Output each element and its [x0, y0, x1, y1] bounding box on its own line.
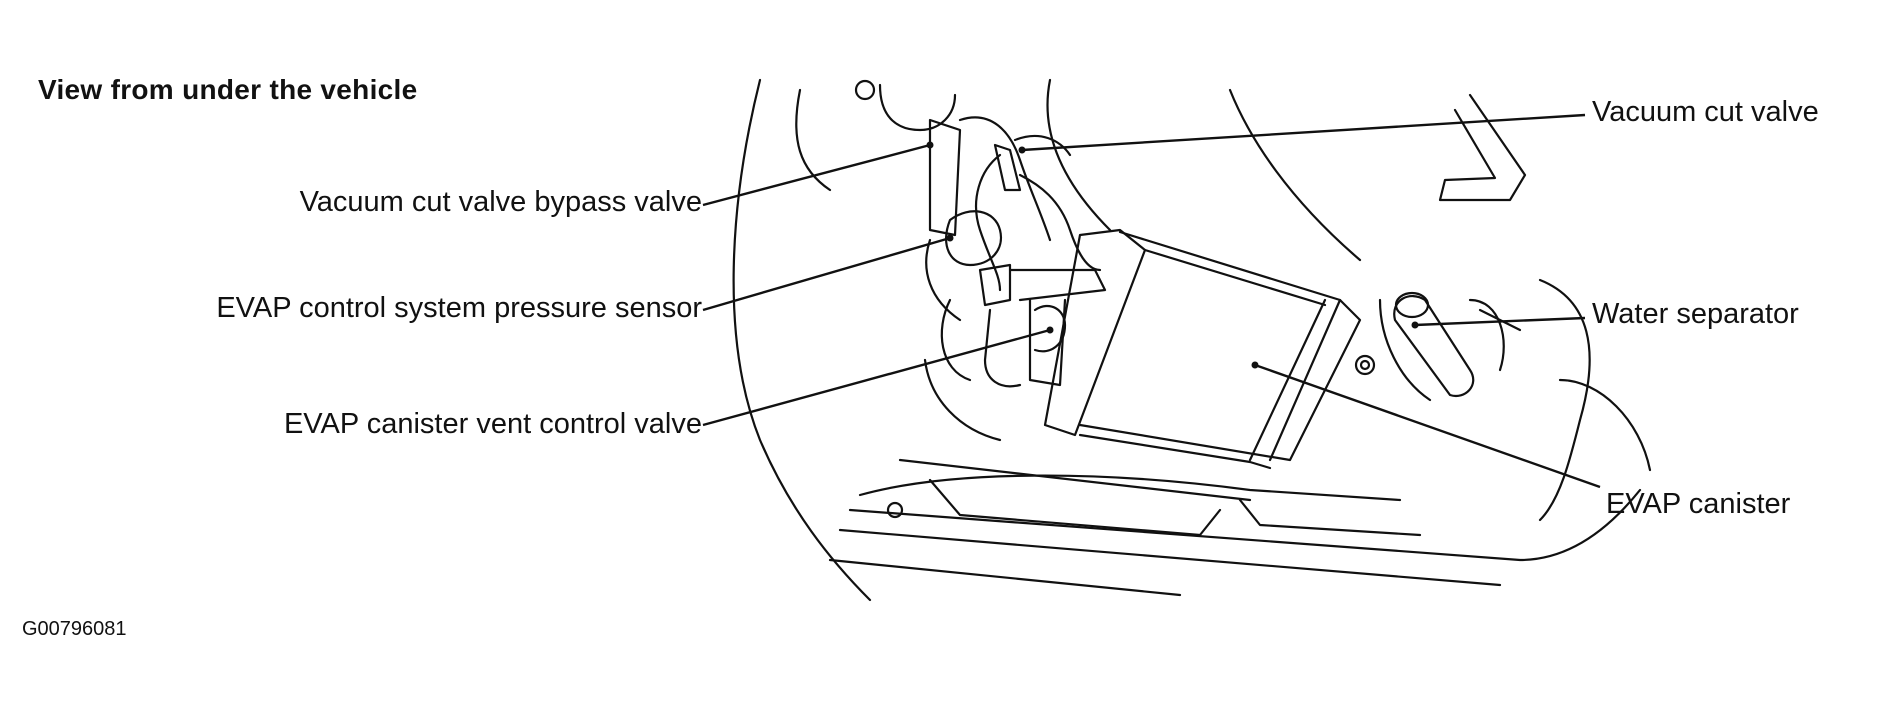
- figure-id: G00796081: [22, 618, 127, 640]
- label-evap-vent-control-valve: EVAP canister vent control valve: [283, 408, 702, 440]
- diagram-heading: View from under the vehicle: [38, 74, 418, 105]
- label-vacuum-cut-valve: Vacuum cut valve: [1592, 96, 1819, 128]
- label-water-separator: Water separator: [1592, 298, 1799, 330]
- label-evap-canister: EVAP canister: [1606, 488, 1791, 520]
- label-vacuum-cut-valve-bypass-valve: Vacuum cut valve bypass valve: [299, 186, 702, 218]
- label-evap-pressure-sensor: EVAP control system pressure sensor: [216, 292, 702, 324]
